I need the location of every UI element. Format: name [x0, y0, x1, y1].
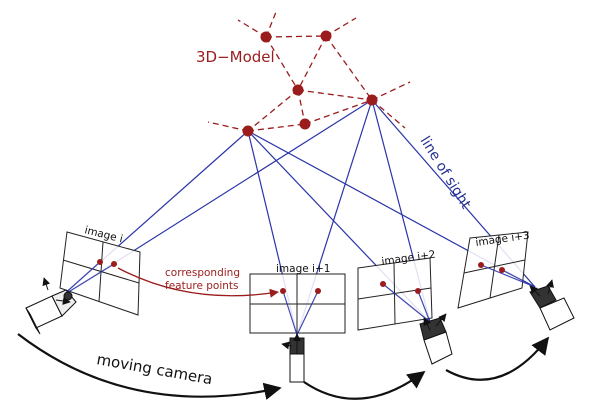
camera-0	[25, 277, 77, 335]
image-label-1: image i+1	[276, 263, 330, 275]
camera-1	[281, 333, 305, 383]
image-plane-1	[249, 273, 346, 334]
corresponding-label-line1: corresponding	[165, 267, 240, 279]
sight-lines-front	[61, 261, 536, 336]
model-wireframe	[207, 11, 411, 132]
image-plane-0	[59, 231, 141, 316]
camera-path	[17, 333, 550, 400]
model-label: 3D−Model	[196, 48, 275, 66]
camera-2	[419, 313, 453, 365]
correspondence-arrow	[117, 267, 279, 298]
line-of-sight-label: line of sight	[417, 134, 474, 213]
model-points	[242, 30, 378, 137]
corresponding-label-line2: feature points	[165, 280, 239, 292]
feature-points	[97, 259, 505, 294]
camera-3	[529, 279, 575, 331]
